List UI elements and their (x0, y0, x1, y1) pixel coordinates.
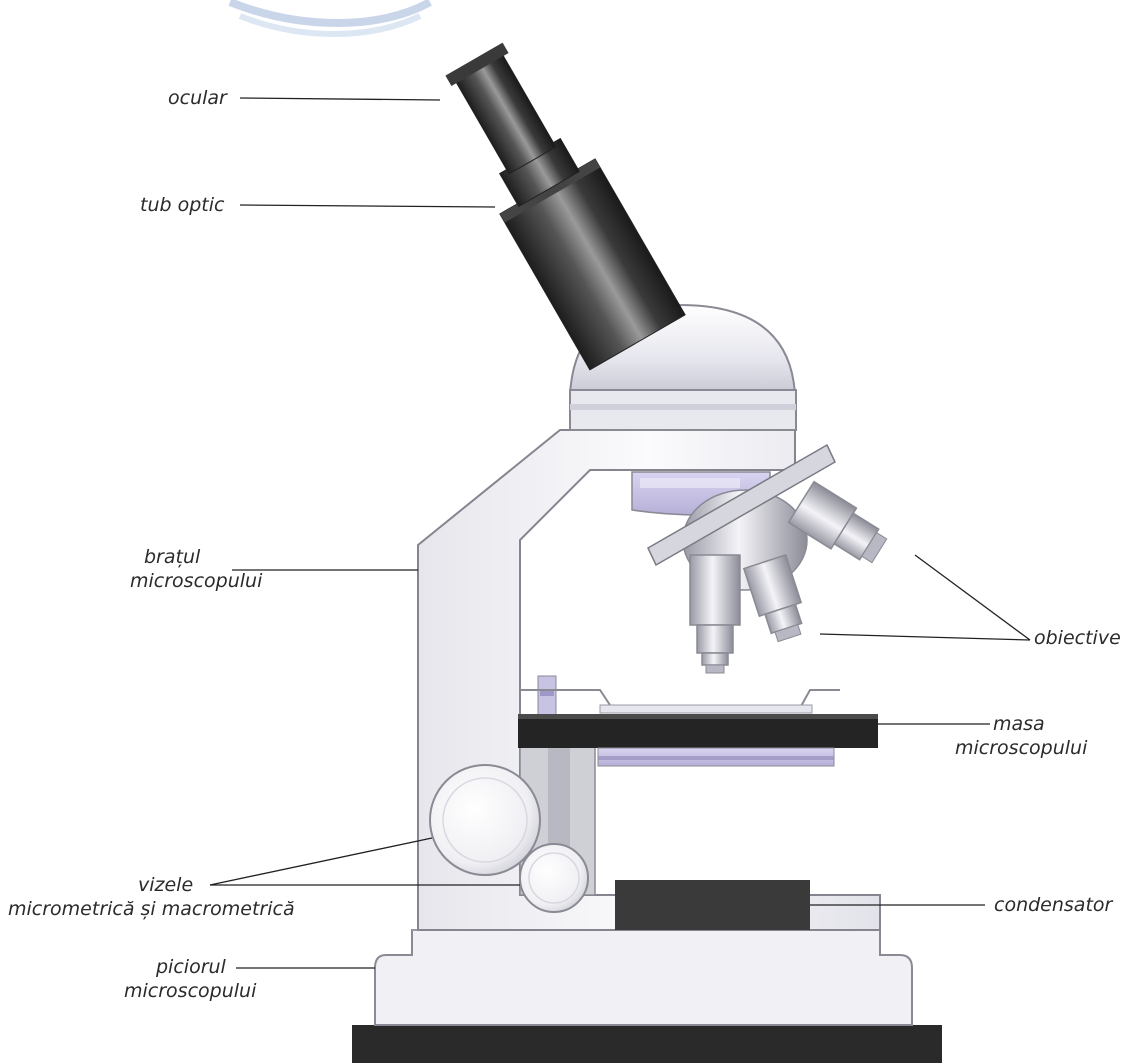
leader-obiective-1 (915, 555, 1030, 640)
label-piciorul-line2: microscopului (124, 979, 294, 1003)
label-bratul: brațul microscopului (110, 545, 280, 593)
leader-obiective-2 (820, 634, 1030, 640)
microscope-foot (375, 930, 912, 1025)
label-masa-line1: masa (955, 712, 1115, 736)
label-vizele: vizele micrometrică și macrometrică (8, 873, 338, 921)
fine-focus-knob (520, 844, 588, 912)
label-condensator: condensator (994, 893, 1112, 917)
objective-lens-3 (789, 482, 892, 571)
label-bratul-line2: microscopului (110, 569, 280, 593)
objective-lens-1 (690, 555, 740, 673)
label-vizele-line1: vizele (8, 873, 338, 897)
watermark-logo (230, 2, 430, 34)
leader-tub-optic (240, 205, 495, 207)
label-vizele-line2: micrometrică și macrometrică (8, 897, 338, 921)
label-piciorul-line1: piciorul (124, 955, 294, 979)
label-masa-line2: microscopului (955, 736, 1115, 760)
condenser (615, 880, 810, 930)
microscope-stage (518, 714, 878, 748)
label-ocular: ocular (168, 86, 227, 110)
base-plate (352, 1025, 942, 1063)
label-masa: masa microscopului (955, 712, 1115, 760)
label-piciorul: piciorul microscopului (124, 955, 294, 1003)
coarse-focus-knob (430, 765, 540, 875)
label-obiective: obiective (1034, 626, 1121, 650)
objective-lens-2 (744, 555, 811, 645)
leader-ocular (240, 98, 440, 100)
label-bratul-line1: brațul (110, 545, 280, 569)
label-tub-optic: tub optic (140, 193, 224, 217)
